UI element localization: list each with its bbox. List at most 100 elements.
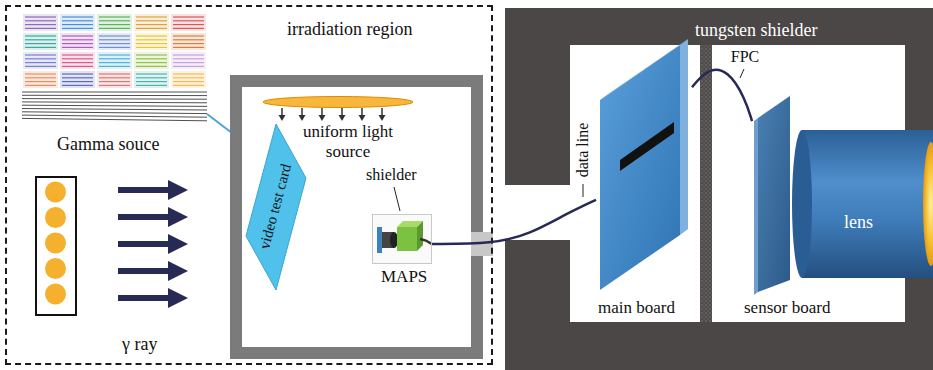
test-card-stripe xyxy=(62,43,93,44)
test-card-cell xyxy=(60,14,95,31)
test-card-line xyxy=(22,109,207,111)
source-pellet xyxy=(45,284,66,305)
test-card-cell xyxy=(134,52,169,69)
arrow-shaft xyxy=(301,108,303,116)
test-card-stripe xyxy=(173,47,204,48)
test-card-cell xyxy=(23,52,58,69)
lens-end xyxy=(792,130,812,278)
arrow-shaft xyxy=(118,268,172,274)
source-pellet xyxy=(45,258,66,279)
test-card-cell xyxy=(97,14,132,31)
test-card-stripe xyxy=(25,35,56,36)
test-card-line xyxy=(22,112,207,114)
arrow-head xyxy=(168,207,188,227)
arrow-head xyxy=(359,115,366,121)
test-card-cell xyxy=(171,71,206,88)
test-card-line xyxy=(22,98,207,100)
test-card-cell xyxy=(171,33,206,50)
light-arrow xyxy=(279,108,286,121)
test-card-stripe xyxy=(136,77,167,78)
arrow-shaft xyxy=(321,108,323,116)
arrow-shaft xyxy=(341,108,343,116)
test-card-stripe xyxy=(99,77,130,78)
arrow-shaft xyxy=(361,108,363,116)
arrow-head xyxy=(168,261,188,281)
test-card-cell xyxy=(23,33,58,50)
test-card-stripe xyxy=(62,85,93,86)
arrow-shaft xyxy=(118,214,172,220)
test-card-cell xyxy=(23,14,58,31)
source-box-shape xyxy=(37,178,74,313)
source-box: Gamma souce xyxy=(35,176,77,316)
test-card-stripe xyxy=(99,20,130,21)
test-card-cell xyxy=(171,52,206,69)
test-card-stripe xyxy=(25,66,56,67)
cable-connector xyxy=(692,70,752,121)
test-card-cell xyxy=(134,71,169,88)
test-card-stripe xyxy=(136,85,167,86)
gamma-ray-arrow xyxy=(118,207,188,227)
test-card-line xyxy=(22,115,207,117)
test-card-stripe xyxy=(99,66,130,67)
node-label: tungsten shielder xyxy=(695,20,817,41)
test-card-stripe xyxy=(62,81,93,82)
test-card xyxy=(246,124,306,290)
lens-glass xyxy=(923,142,933,266)
arrow-head xyxy=(299,115,306,121)
test-card-stripe xyxy=(99,73,130,74)
test-card-stripe xyxy=(25,62,56,63)
arrow-head xyxy=(379,115,386,121)
test-card-stripe xyxy=(99,54,130,55)
test-card-stripe xyxy=(62,20,93,21)
source-pellet xyxy=(45,207,66,228)
test-card-stripe xyxy=(173,54,204,55)
diagram-label: uniform light source xyxy=(288,122,408,161)
test-card-stripe xyxy=(25,77,56,78)
feedthrough xyxy=(471,232,493,256)
test-card-stripe xyxy=(62,62,93,63)
test-card-stripe xyxy=(136,66,167,67)
test-card-stripe xyxy=(25,73,56,74)
board-box: main board xyxy=(596,36,692,292)
test-card-stripe xyxy=(173,73,204,74)
gamma-ray-arrow xyxy=(118,180,188,200)
test-card-stripe xyxy=(62,73,93,74)
arrow-shaft xyxy=(118,241,172,247)
light-arrow xyxy=(379,108,386,121)
light-arrow xyxy=(319,108,326,121)
light-source xyxy=(263,97,413,108)
source-pellet xyxy=(45,233,66,254)
arrow-head xyxy=(319,115,326,121)
test-card-stripe xyxy=(25,54,56,55)
test-card-stripe xyxy=(173,58,204,59)
test-card-stripe xyxy=(25,20,56,21)
leader-line xyxy=(394,187,400,211)
test-card-stripe xyxy=(99,43,130,44)
test-card-stripe xyxy=(136,47,167,48)
test-card-stripe xyxy=(136,39,167,40)
leader-line xyxy=(583,184,584,197)
arrow-shaft xyxy=(118,295,172,301)
shield-plate xyxy=(377,227,382,253)
diagram-label: γ ray xyxy=(122,334,157,355)
callout-label: shielder xyxy=(366,166,417,184)
arrow-shaft xyxy=(381,108,383,116)
test-card-stripe xyxy=(136,58,167,59)
test-card-stripe xyxy=(173,39,204,40)
test-card-stripe xyxy=(136,20,167,21)
test-card-stripe xyxy=(25,81,56,82)
test-card-stripe xyxy=(99,39,130,40)
test-card-stripe xyxy=(62,47,93,48)
arrow-head xyxy=(279,115,286,121)
gamma-ray-arrow xyxy=(118,261,188,281)
tungsten-divider xyxy=(700,45,712,322)
test-card-stripe xyxy=(25,16,56,17)
cable xyxy=(420,239,431,245)
test-card-stripe xyxy=(99,35,130,36)
lens-body xyxy=(802,130,933,278)
sensor-box-shape xyxy=(373,215,431,263)
test-card-stripe xyxy=(173,28,204,29)
edge-label: FPC xyxy=(731,48,759,66)
cable-opening xyxy=(505,185,571,240)
test-card-stripe xyxy=(62,54,93,55)
